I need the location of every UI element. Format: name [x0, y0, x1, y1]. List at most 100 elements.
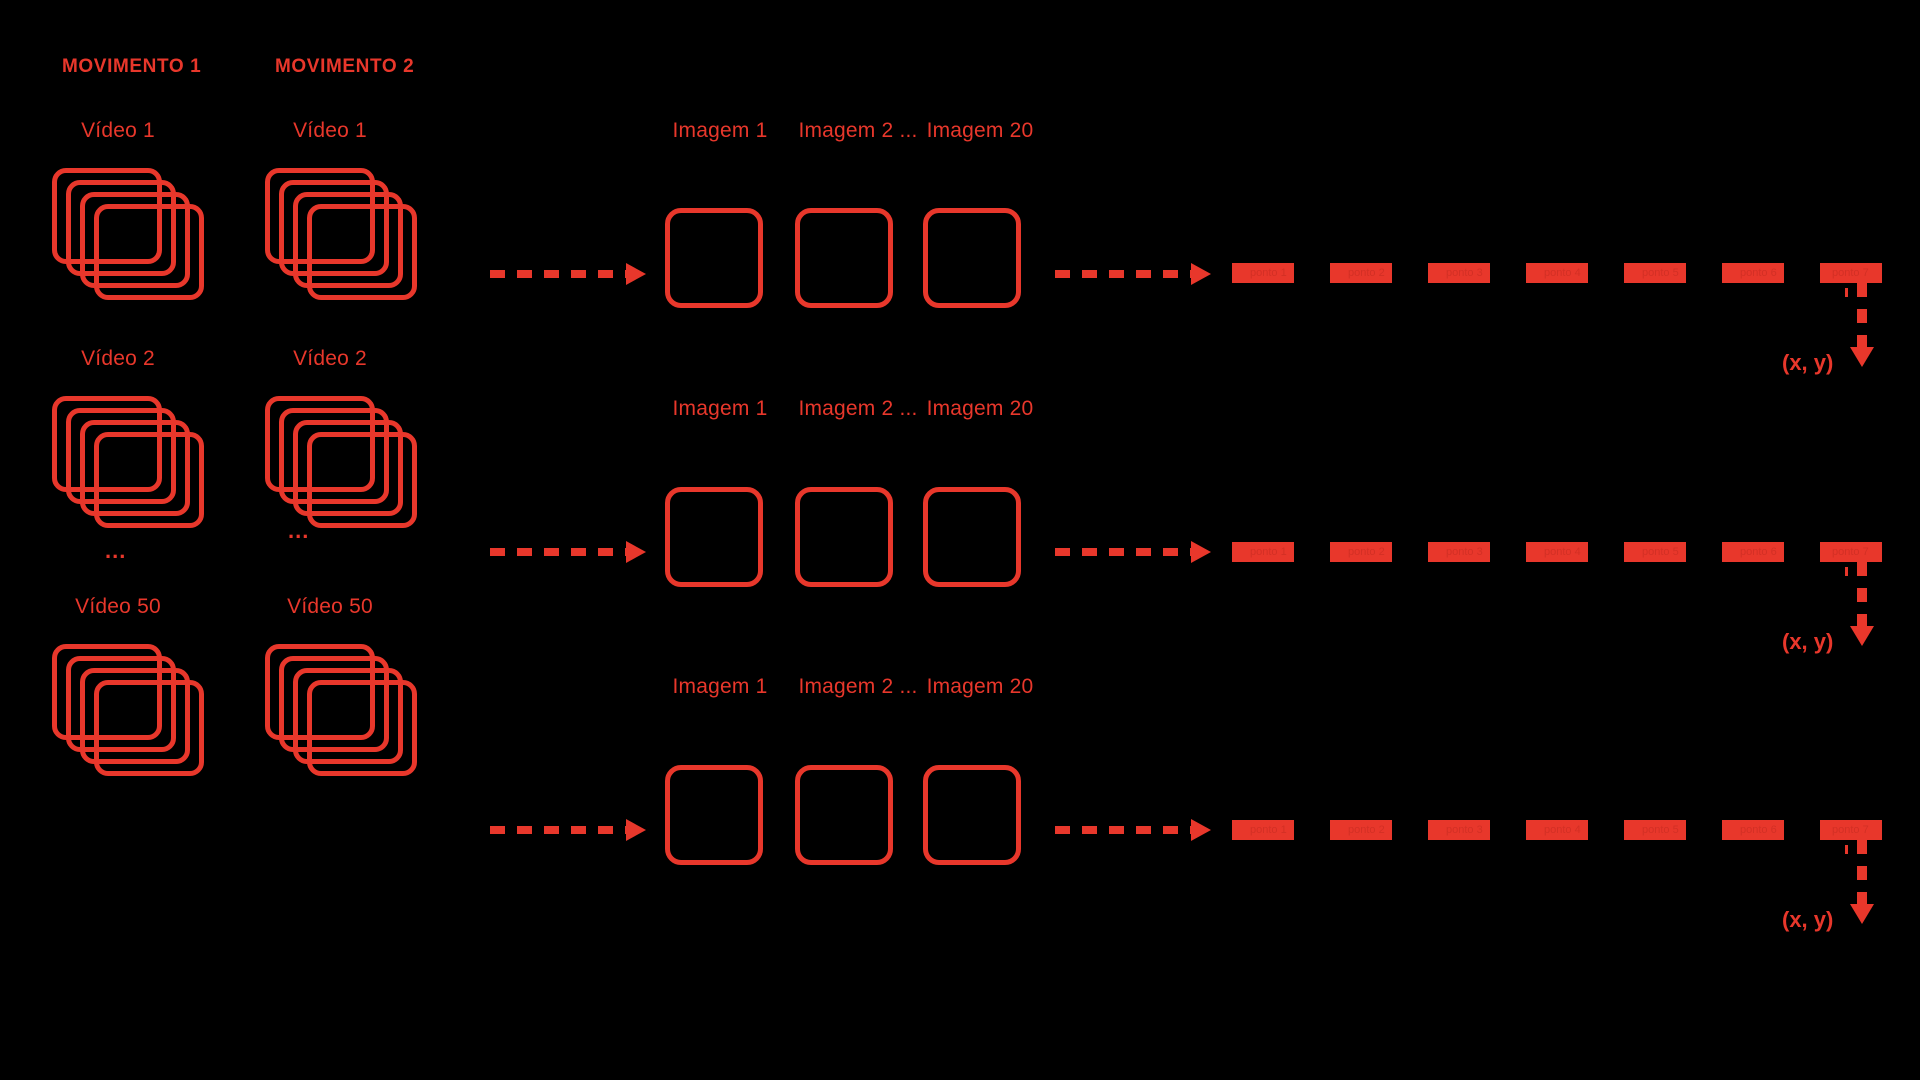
- point-label: ponto 4: [1544, 824, 1581, 836]
- video-sheet: [94, 432, 204, 528]
- point-label: ponto 1: [1250, 267, 1287, 279]
- video-stack-label-right-row-1: Vídeo 1: [293, 119, 367, 142]
- tick-mark-row-1: [1845, 288, 1848, 297]
- point-label: ponto 6: [1740, 824, 1777, 836]
- image-frame-2-row-3[interactable]: [795, 765, 893, 865]
- video-stack-right-row-1[interactable]: [265, 168, 425, 308]
- arrow-video-to-images-row-3: [490, 819, 650, 841]
- arrow-images-to-points-row-1: [1055, 263, 1215, 285]
- point-label: ponto 6: [1740, 267, 1777, 279]
- tick-mark-row-2: [1845, 567, 1848, 576]
- image-label-20-row-2: Imagem 20: [926, 397, 1034, 420]
- video-stack-right-row-3[interactable]: [265, 644, 425, 784]
- image-label-1-row-3: Imagem 1: [672, 675, 768, 698]
- arrow-point-to-coord-row-1: [1850, 283, 1874, 373]
- point-label: ponto 1: [1250, 546, 1287, 558]
- video-stack-label-left-row-3: Vídeo 50: [75, 595, 161, 618]
- video-sheet: [66, 180, 176, 276]
- column-header-movimento-2: MOVIMENTO 2: [275, 56, 415, 77]
- video-sheet: [265, 168, 375, 264]
- video-sheet: [307, 204, 417, 300]
- point-sequence-bar-row-3[interactable]: ponto 1 ponto 2 ponto 3 ponto 4 ponto 5 …: [1232, 820, 1888, 840]
- coordinate-label-row-2: (x, y): [1782, 629, 1834, 654]
- video-sheet: [293, 668, 403, 764]
- arrow-head-icon: [1850, 626, 1874, 646]
- tick-mark-row-3: [1845, 845, 1848, 854]
- arrow-head-icon: [626, 541, 646, 563]
- arrow-head-icon: [626, 819, 646, 841]
- arrow-shaft: [1055, 270, 1191, 278]
- arrow-head-icon: [1850, 347, 1874, 367]
- point-label: ponto 7: [1832, 824, 1869, 836]
- image-label-2-row-2: Imagem 2 ...: [798, 397, 918, 420]
- arrow-shaft: [1857, 840, 1867, 904]
- video-stack-label-left-row-1: Vídeo 1: [81, 119, 155, 142]
- point-label: ponto 3: [1446, 824, 1483, 836]
- image-frame-1-row-1[interactable]: [665, 208, 763, 308]
- image-label-2-row-1: Imagem 2 ...: [798, 119, 918, 142]
- point-label: ponto 3: [1446, 267, 1483, 279]
- arrow-head-icon: [1191, 541, 1211, 563]
- video-stack-label-left-row-2: Vídeo 2: [81, 347, 155, 370]
- ellipsis-right-column: ...: [288, 518, 310, 543]
- video-sheet: [52, 396, 162, 492]
- video-sheet: [94, 204, 204, 300]
- ellipsis-left-column: ...: [105, 538, 127, 563]
- image-frame-1-row-3[interactable]: [665, 765, 763, 865]
- video-sheet: [307, 432, 417, 528]
- point-label: ponto 7: [1832, 267, 1869, 279]
- video-sheet: [293, 192, 403, 288]
- video-stack-label-right-row-2: Vídeo 2: [293, 347, 367, 370]
- point-label: ponto 3: [1446, 546, 1483, 558]
- image-label-1-row-1: Imagem 1: [672, 119, 768, 142]
- image-label-1-row-2: Imagem 1: [672, 397, 768, 420]
- image-frame-20-row-1[interactable]: [923, 208, 1021, 308]
- video-sheet: [80, 192, 190, 288]
- point-label: ponto 5: [1642, 267, 1679, 279]
- arrow-point-to-coord-row-2: [1850, 562, 1874, 652]
- arrow-shaft: [490, 548, 626, 556]
- point-sequence-bar-row-1[interactable]: ponto 1 ponto 2 ponto 3 ponto 4 ponto 5 …: [1232, 263, 1888, 283]
- image-label-2-row-3: Imagem 2 ...: [798, 675, 918, 698]
- image-frame-1-row-2[interactable]: [665, 487, 763, 587]
- arrow-shaft: [1857, 283, 1867, 347]
- arrow-video-to-images-row-1: [490, 263, 650, 285]
- video-stack-right-row-2[interactable]: [265, 396, 425, 536]
- image-frame-2-row-1[interactable]: [795, 208, 893, 308]
- arrow-images-to-points-row-3: [1055, 819, 1215, 841]
- arrow-shaft: [490, 826, 626, 834]
- arrow-shaft: [1857, 562, 1867, 626]
- video-sheet: [307, 680, 417, 776]
- video-stack-left-row-3[interactable]: [52, 644, 212, 784]
- point-label: ponto 1: [1250, 824, 1287, 836]
- video-stack-left-row-2[interactable]: [52, 396, 212, 536]
- video-sheet: [279, 656, 389, 752]
- point-sequence-bar-row-2[interactable]: ponto 1 ponto 2 ponto 3 ponto 4 ponto 5 …: [1232, 542, 1888, 562]
- coordinate-label-row-3: (x, y): [1782, 907, 1834, 932]
- point-label: ponto 2: [1348, 546, 1385, 558]
- coordinate-label-row-1: (x, y): [1782, 350, 1834, 375]
- video-sheet: [293, 420, 403, 516]
- video-sheet: [80, 420, 190, 516]
- column-header-movimento-1: MOVIMENTO 1: [62, 56, 202, 77]
- image-frame-20-row-3[interactable]: [923, 765, 1021, 865]
- video-sheet: [66, 656, 176, 752]
- video-sheet: [265, 396, 375, 492]
- arrow-shaft: [1055, 826, 1191, 834]
- arrow-head-icon: [1191, 819, 1211, 841]
- video-sheet: [52, 168, 162, 264]
- video-sheet: [66, 408, 176, 504]
- arrow-head-icon: [1191, 263, 1211, 285]
- arrow-point-to-coord-row-3: [1850, 840, 1874, 930]
- point-label: ponto 4: [1544, 267, 1581, 279]
- video-sheet: [279, 408, 389, 504]
- point-label: ponto 2: [1348, 824, 1385, 836]
- arrow-head-icon: [1850, 904, 1874, 924]
- image-frame-20-row-2[interactable]: [923, 487, 1021, 587]
- image-frame-2-row-2[interactable]: [795, 487, 893, 587]
- point-label: ponto 4: [1544, 546, 1581, 558]
- point-label: ponto 5: [1642, 824, 1679, 836]
- video-stack-left-row-1[interactable]: [52, 168, 212, 308]
- image-label-20-row-1: Imagem 20: [926, 119, 1034, 142]
